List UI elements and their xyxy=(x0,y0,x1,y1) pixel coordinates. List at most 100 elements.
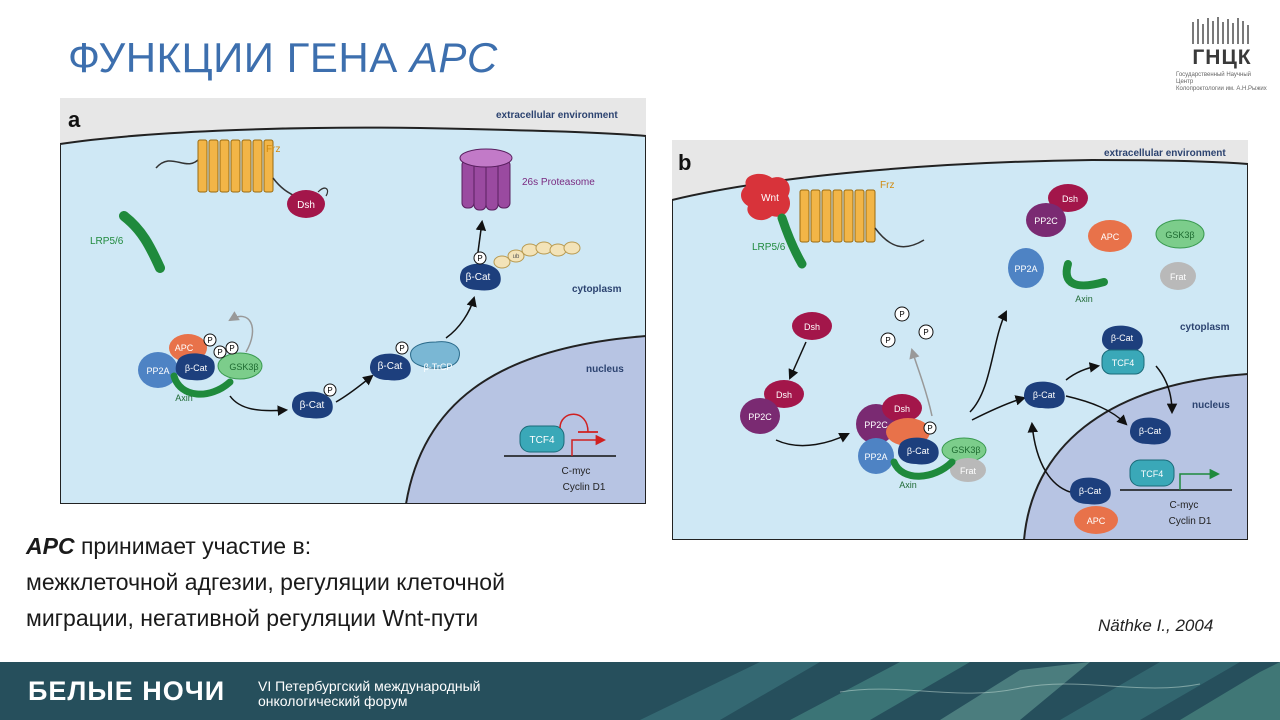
panel-a-p2: P xyxy=(217,348,222,357)
title-gene: APC xyxy=(409,34,498,81)
panel-a-cyclin-label: Cyclin D1 xyxy=(563,482,606,493)
panel-a-bcat-trcp xyxy=(369,353,411,381)
panel-a-tcf4 xyxy=(519,425,565,453)
logo-name: ГНЦК xyxy=(1192,46,1252,69)
panel-b-cmyc-label: C-myc xyxy=(1170,500,1199,511)
panel-b-letter: b xyxy=(678,150,691,175)
panel-b-complex xyxy=(856,394,987,482)
panel-a-lrp xyxy=(119,211,165,273)
panel-b-bcat-nucleus xyxy=(1129,417,1171,445)
panel-b-frz-receptor xyxy=(799,189,925,248)
panel-b-gsk-top xyxy=(1155,219,1205,249)
logo-bars-icon xyxy=(1192,17,1249,44)
panel-b-axin-top xyxy=(1062,260,1108,290)
panel-b-frz-label: Frz xyxy=(880,180,894,191)
panel-b-gsk-complex-label: GSK3β xyxy=(951,445,980,455)
panel-a-bcat-top xyxy=(459,263,501,291)
panel-a-bcat-free-label: β-Cat xyxy=(300,400,325,411)
description-line3: миграции, негативной регуляции Wnt-пути xyxy=(26,605,479,631)
panel-a-p1: P xyxy=(207,336,212,345)
panel-a-frz-receptor xyxy=(155,139,307,207)
panel-a-bcat-free xyxy=(291,391,333,419)
panel-b-tcf4-cyto-label: TCF4 xyxy=(1112,358,1135,368)
panel-b-dsh-1-label: Dsh xyxy=(804,322,820,332)
panel-a-cmyc-label: C-myc xyxy=(562,466,591,477)
footer-banner: БЕЛЫЕ НОЧИ VI Петербургский международны… xyxy=(0,662,1280,720)
logo-subtitle-line2: Колопроктологии им. А.Н.Рыжих xyxy=(1176,86,1267,92)
panel-a-lrp-label: LRP5/6 xyxy=(90,236,124,247)
panel-b-extracellular-label: extracellular environment xyxy=(1104,148,1226,159)
panel-a-p-top: P xyxy=(477,254,482,263)
panel-a-bcat-complex-label: β-Cat xyxy=(185,363,208,373)
panel-a-gsk-label: GSK3β xyxy=(229,362,258,372)
panel-b-nucleus-label: nucleus xyxy=(1192,400,1230,411)
panel-b-pp2c-top xyxy=(1026,203,1066,237)
panel-a-apc-label: APC xyxy=(175,343,194,353)
panel-a-frz-label: Frz xyxy=(266,144,280,155)
panel-a-dsh-label: Dsh xyxy=(297,200,315,211)
panel-b-apc-nucleus-label: APC xyxy=(1087,516,1106,526)
logo-subtitle: Государственный Научный Центр Колопрокто… xyxy=(1176,72,1268,93)
panel-b-p-free2: P xyxy=(885,336,890,345)
panel-a-p-trcp: P xyxy=(399,344,404,353)
panel-a-axin-label: Axin xyxy=(175,393,193,403)
panel-a-nucleus xyxy=(404,334,646,504)
panel-b-axin-complex-label: Axin xyxy=(899,480,917,490)
panel-b-bcat-apc xyxy=(1069,477,1111,505)
panel-b-p-free3: P xyxy=(923,328,928,337)
panel-b-cytoplasm-label: cytoplasm xyxy=(1180,322,1230,333)
panel-b-wnt xyxy=(741,173,791,221)
panel-a-proteasome-icon xyxy=(459,148,513,211)
panel-b-pp2a-top xyxy=(1008,248,1044,288)
panel-b-apc-top-label: APC xyxy=(1101,232,1120,242)
panel-b-pp2c-1-label: PP2C xyxy=(748,412,772,422)
panel-a-destruction-complex xyxy=(138,334,263,398)
panel-b-p-free1: P xyxy=(899,310,904,319)
panel-b-pp2a-complex-label: PP2A xyxy=(864,452,887,462)
panel-a-ub-label: ub xyxy=(513,254,520,260)
description-line1: APC принимает участие в: xyxy=(26,528,706,564)
panel-a-ubiquitin-chain: ub xyxy=(493,241,581,269)
panel-a-dsh xyxy=(287,190,325,218)
panel-b-pp2c-1 xyxy=(740,398,780,434)
panel-b-frat-top xyxy=(1160,262,1196,290)
panel-b-cyclin-label: Cyclin D1 xyxy=(1169,516,1212,527)
panel-a-cytoplasm-label: cytoplasm xyxy=(572,284,622,295)
panel-b-diagram: b extracellular environment cytoplasm nu… xyxy=(672,140,1248,540)
footer-decoration xyxy=(640,662,1280,720)
panel-b-lrp xyxy=(777,213,807,269)
panel-b-apc-top xyxy=(1088,220,1132,252)
footer-sub-line1: VI Петербургский международный xyxy=(258,678,481,694)
footer-forum-name: БЕЛЫЕ НОЧИ xyxy=(28,676,226,706)
panel-b-tcf4-nucleus-label: TCF4 xyxy=(1141,469,1164,479)
panel-b-frat-top-label: Frat xyxy=(1170,272,1187,282)
panel-b-gsk-top-label: GSK3β xyxy=(1165,230,1194,240)
panel-b-pp2c-complex-label: PP2C xyxy=(864,420,888,430)
panel-b-frat-complex-label: Frat xyxy=(960,466,977,476)
panel-b-bcat-tcf-cyto-label: β-Cat xyxy=(1111,333,1134,343)
description-line2: межклеточной адгезии, регуляции клеточно… xyxy=(26,569,505,595)
panel-a-p3: P xyxy=(229,344,234,353)
panel-a-btrcp xyxy=(410,341,460,369)
panel-b-bcat-tcf-cyto xyxy=(1101,325,1143,353)
footer-sub-line2: онкологический форум xyxy=(258,693,408,709)
panel-a-pp2a-label: PP2A xyxy=(146,366,169,376)
panel-b-pp2c-top-label: PP2C xyxy=(1034,216,1058,226)
slide-title: ФУНКЦИИ ГЕНА APC xyxy=(68,34,498,82)
panel-a-bcat-trcp-label: β-Cat xyxy=(378,361,403,372)
panel-a-btrcp-label: β-TrCP xyxy=(424,362,453,372)
panel-a-p-free: P xyxy=(327,386,332,395)
panel-a-bcat-top-label: β-Cat xyxy=(466,272,491,283)
panel-a-diagram: a extracellular environment cytoplasm nu… xyxy=(60,98,646,504)
title-main: ФУНКЦИИ ГЕНА xyxy=(68,34,410,81)
footer-forum-subtitle: VI Петербургский международный онкологич… xyxy=(258,679,480,709)
panel-b-lrp-label: LRP5/6 xyxy=(752,242,786,253)
panel-b-bcat-nucleus-label: β-Cat xyxy=(1139,426,1162,436)
panel-b-bcat-cyto xyxy=(1023,381,1065,409)
citation: Näthke I., 2004 xyxy=(1098,616,1214,635)
panel-b-dsh-1 xyxy=(792,312,832,340)
panel-a-nucleus-label: nucleus xyxy=(586,364,624,375)
panel-b-tcf4-nucleus xyxy=(1129,459,1175,487)
panel-b-tcf4-cyto xyxy=(1101,349,1145,375)
logo-subtitle-line1: Государственный Научный Центр xyxy=(1176,72,1252,85)
